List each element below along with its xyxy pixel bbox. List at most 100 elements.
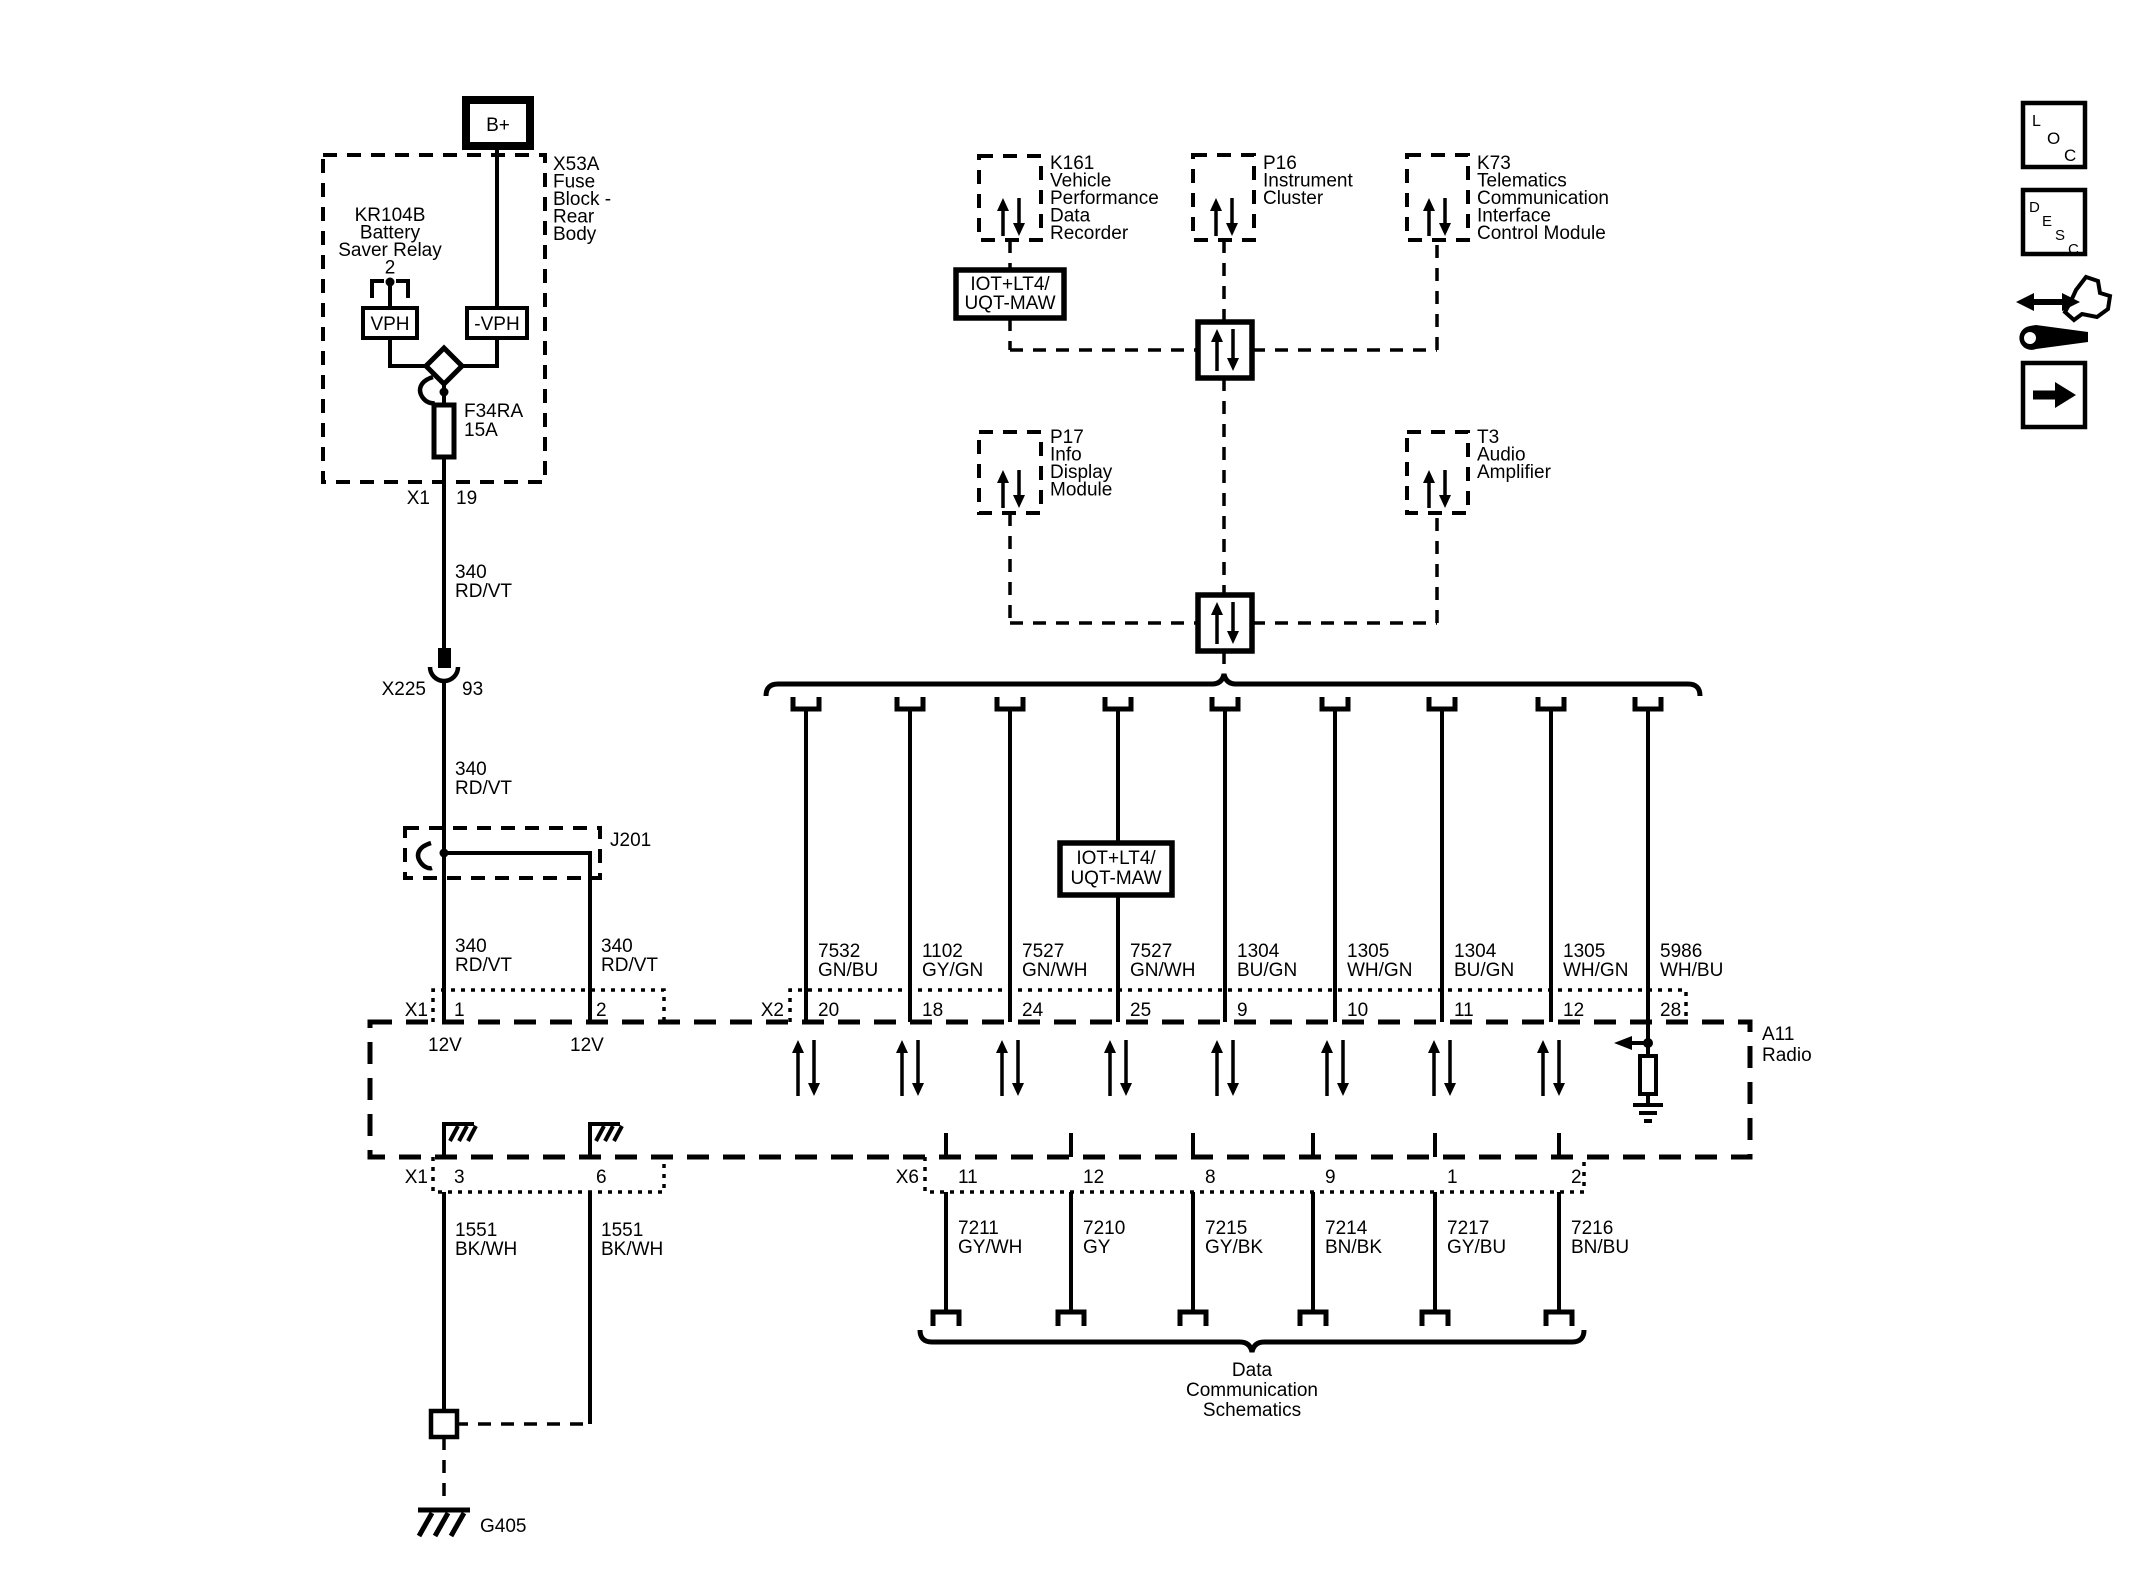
g405-ground-icon — [416, 1507, 470, 1538]
svg-text:BK/WH: BK/WH — [601, 1239, 663, 1260]
svg-text:Interface: Interface — [1477, 206, 1551, 227]
wire-text: 1 — [1447, 1167, 1458, 1188]
x1-19-pin-label: 19 — [456, 488, 477, 509]
x1-power-pinrow — [431, 988, 666, 1022]
terminal-cup-icon — [1632, 697, 1664, 712]
wire-text: 10 — [1347, 1000, 1368, 1021]
wire-text: 28 — [1660, 1000, 1681, 1021]
svg-text:S: S — [2055, 227, 2065, 244]
terminal-cup-icon — [1297, 1309, 1329, 1326]
radio-internal-ground-left — [442, 1122, 478, 1157]
terminal-cup-icon — [894, 697, 926, 712]
wire-text: 7527 — [1130, 941, 1172, 962]
wire-text: 7211 — [958, 1218, 999, 1239]
x1-pin1-label: 1 — [454, 1000, 465, 1021]
terminal-cup-icon — [1055, 1309, 1087, 1326]
wire-text: GY — [1083, 1237, 1111, 1258]
junction-dot — [439, 387, 449, 397]
p16-module-box — [1191, 153, 1256, 242]
j201-clip-icon — [415, 840, 433, 871]
wire-340-label-4: 340 RD/VT — [601, 936, 658, 976]
wire-text: 1304 — [1237, 941, 1280, 962]
svg-text:Module: Module — [1050, 480, 1112, 501]
bus-node-1-arrows-icon — [1211, 329, 1239, 371]
terminal-cup-icon — [1535, 697, 1567, 712]
svg-text:Control Module: Control Module — [1477, 223, 1606, 244]
svg-text:RD/VT: RD/VT — [455, 581, 512, 602]
x6-pinrow — [923, 1157, 1586, 1194]
svg-text:Fuse: Fuse — [553, 172, 595, 193]
svg-text:Schematics: Schematics — [1203, 1400, 1301, 1421]
svg-text:340: 340 — [455, 759, 487, 780]
wire-text: GN/BU — [818, 960, 878, 981]
wire-text: 7532 — [818, 941, 860, 962]
wire-text: 9 — [1325, 1167, 1336, 1188]
loc-button[interactable]: L O C — [2020, 100, 2088, 170]
signal-ground-icon — [1633, 1103, 1663, 1123]
x1-power-conn-label: X1 — [405, 1000, 428, 1021]
svg-text:P17: P17 — [1050, 427, 1084, 448]
double-arrow-wrench-icon — [2016, 274, 2113, 350]
svg-text:RD/VT: RD/VT — [601, 955, 658, 976]
svg-text:Audio: Audio — [1477, 445, 1526, 466]
svg-text:Block -: Block - — [553, 189, 611, 210]
desc-button[interactable]: D E S C — [2020, 187, 2088, 258]
terminal-cup-icon — [1419, 1309, 1451, 1326]
svg-text:Data: Data — [1232, 1360, 1273, 1381]
wire-text: GN/WH — [1130, 960, 1195, 981]
wire-text: 24 — [1022, 1000, 1044, 1021]
svg-text:P16: P16 — [1263, 153, 1297, 174]
wire-text: WH/GN — [1347, 960, 1412, 981]
wire-text: BN/BK — [1325, 1237, 1382, 1258]
terminal-cup-icon — [994, 697, 1026, 712]
svg-text:Body: Body — [553, 224, 597, 245]
svg-text:K73: K73 — [1477, 153, 1511, 174]
svg-text:T3: T3 — [1477, 427, 1499, 448]
svg-text:K161: K161 — [1050, 153, 1094, 174]
bplus-label: B+ — [486, 115, 510, 136]
svg-text:Saver Relay: Saver Relay — [338, 240, 442, 261]
ground-splice-box — [428, 1408, 460, 1440]
svg-text:C: C — [2064, 146, 2076, 165]
j201-branch-wire — [444, 851, 592, 1022]
wire-text: BU/GN — [1237, 960, 1297, 981]
svg-text:Radio: Radio — [1762, 1045, 1812, 1066]
wire-text: 11 — [1454, 1000, 1474, 1021]
svg-text:Recorder: Recorder — [1050, 223, 1129, 244]
wire-text: 2 — [1571, 1167, 1582, 1188]
wire-text: 9 — [1237, 1000, 1248, 1021]
relay-contact-symbol — [370, 277, 410, 308]
svg-text:Rear: Rear — [553, 207, 595, 228]
terminal-cup-icon — [1426, 697, 1458, 712]
x1-19-conn-label: X1 — [407, 488, 430, 509]
bus-overbrace — [763, 673, 1703, 697]
iot-badge-1-label: IOT+LT4/ UQT-MAW — [964, 274, 1055, 314]
p16-bus-arrows-icon — [1210, 198, 1238, 236]
next-page-button[interactable] — [2020, 360, 2088, 430]
splice-clip-icon — [417, 374, 436, 406]
wire-text: 1305 — [1347, 941, 1389, 962]
wire-text: WH/BU — [1660, 960, 1723, 981]
x2-pinrow — [788, 988, 1688, 1022]
data-comm-underbrace — [917, 1329, 1587, 1353]
svg-text:340: 340 — [601, 936, 633, 957]
bus-node-box-1 — [1195, 319, 1255, 381]
x1-ground-pinrow — [431, 1157, 666, 1194]
t3-module-box — [1405, 430, 1470, 515]
svg-text:Battery: Battery — [360, 223, 421, 244]
svg-text:RD/VT: RD/VT — [455, 778, 512, 799]
t3-label: T3 Audio Amplifier — [1477, 427, 1552, 483]
wire-text: 7215 — [1205, 1218, 1247, 1239]
svg-text:D: D — [2029, 199, 2040, 216]
repair-instructions-button[interactable] — [2016, 274, 2113, 350]
svg-text:Info: Info — [1050, 445, 1082, 466]
svg-text:E: E — [2042, 213, 2052, 230]
svg-text:Instrument: Instrument — [1263, 171, 1353, 192]
svg-text:Communication: Communication — [1477, 188, 1609, 209]
x1-pin1-voltage: 12V — [428, 1035, 462, 1056]
x225-connector-symbol — [427, 648, 461, 684]
svg-text:A11: A11 — [1762, 1024, 1794, 1045]
x225-pin-label: 93 — [462, 679, 483, 700]
svg-text:Cluster: Cluster — [1263, 188, 1324, 209]
